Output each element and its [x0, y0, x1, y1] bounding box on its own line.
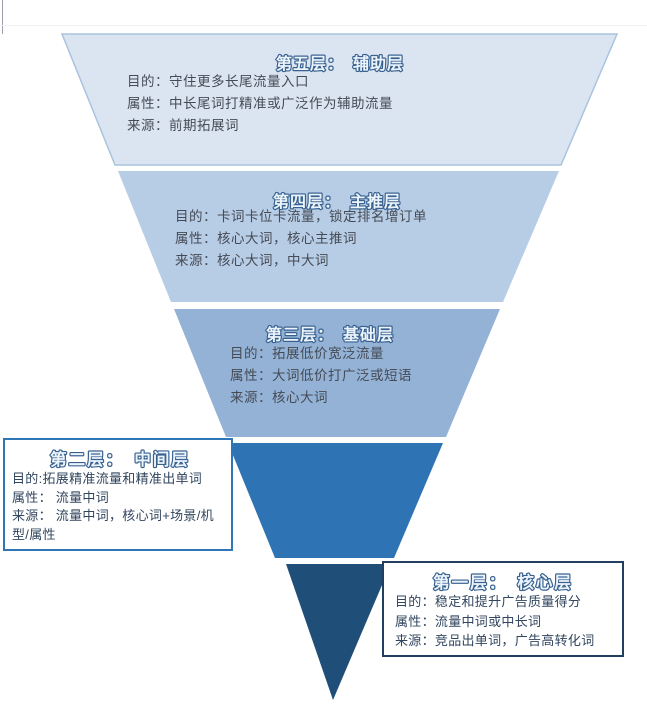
layer-3-source-line: 来源：核心大词 — [230, 390, 328, 405]
layer-1-source-line: 来源：竞品出单词，广告高转化词 — [395, 633, 595, 648]
layer-3-title: 第三层： 基础层 — [266, 325, 394, 344]
layer-5-purpose-line: 目的：守住更多长尾流量入口 — [127, 74, 309, 89]
layer-2-attribute-line: 属性： 流量中词 — [12, 489, 110, 505]
funnel-layer-1-shape — [286, 564, 391, 700]
layer-2-source-line: 来源： 流量中词，核心词+场景/机型/属性 — [12, 508, 214, 542]
layer-4-source-line: 来源：核心大词，中大词 — [175, 253, 329, 268]
layer-5-attribute-line: 属性：中长尾词打精准或广泛作为辅助流量 — [127, 96, 393, 111]
layer-1-purpose-line: 目的：稳定和提升广告质量得分 — [395, 594, 582, 609]
layer-5-details: 目的：守住更多长尾流量入口 属性：中长尾词打精准或广泛作为辅助流量 来源：前期拓… — [127, 71, 393, 137]
layer-3-details: 目的：拓展低价宽泛流量 属性：大词低价打广泛或短语 来源：核心大词 — [230, 343, 412, 409]
layer-4-purpose-line: 目的：卡词卡位卡流量，锁定排名增订单 — [175, 209, 427, 224]
layer-3-attribute-line: 属性：大词低价打广泛或短语 — [230, 368, 412, 383]
scan-artifact-horizontal-line — [0, 25, 647, 26]
scan-artifact-vertical-line — [2, 0, 3, 34]
layer-5-source-line: 来源：前期拓展词 — [127, 118, 239, 133]
layer-3-purpose-line: 目的：拓展低价宽泛流量 — [230, 346, 384, 361]
funnel-layer-2-shape — [228, 443, 443, 558]
layer-4-details: 目的：卡词卡位卡流量，锁定排名增订单 属性：核心大词，核心主推词 来源：核心大词… — [175, 206, 427, 272]
layer-1-attribute-line: 属性：流量中词或中长词 — [395, 613, 542, 629]
layer-4-attribute-line: 属性：核心大词，核心主推词 — [175, 231, 357, 246]
layer-2-purpose-line: 目的:拓展精准流量和精准出单词 — [12, 471, 203, 486]
layer-1-callout-box: 目的：稳定和提升广告质量得分 属性：流量中词或中长词 来源：竞品出单词，广告高转… — [382, 561, 624, 657]
layer-2-callout-box: 目的:拓展精准流量和精准出单词 属性： 流量中词 来源： 流量中词，核心词+场景… — [3, 438, 233, 551]
